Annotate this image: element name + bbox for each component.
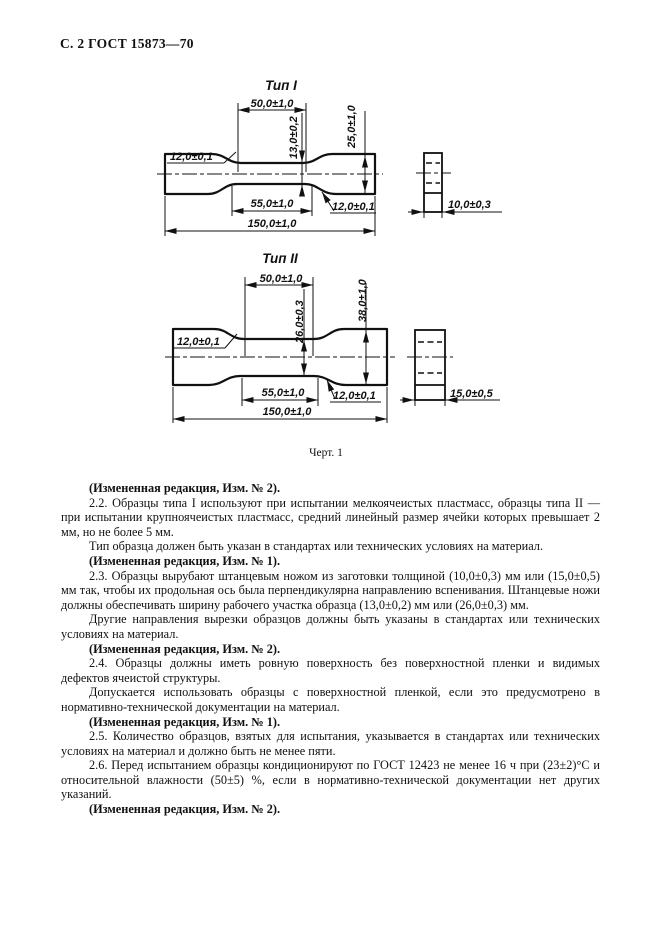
svg-text:12,0±0,1: 12,0±0,1 — [332, 201, 375, 213]
type2-dim-neck: 26,0±0,3 — [294, 289, 307, 376]
type2-side-view: 15,0±0,5 — [400, 329, 500, 406]
page-header: С. 2 ГОСТ 15873—70 — [60, 36, 194, 51]
paragraph: (Измененная редакция, Изм. № 2). — [89, 641, 281, 656]
paragraph: (Измененная редакция, Изм. № 2). — [89, 802, 281, 817]
svg-text:50,0±1,0: 50,0±1,0 — [251, 98, 295, 110]
type1-dim-gauge: 50,0±1,0 — [237, 98, 307, 172]
type2-drawing: Тип II 50,0±1,0 26,0±0,3 — [165, 251, 500, 423]
figure-drawings: Тип I 50,0±1,0 13,0±0,2 — [157, 78, 502, 423]
svg-text:10,0±0,3: 10,0±0,3 — [448, 199, 491, 211]
svg-text:150,0±1,0: 150,0±1,0 — [263, 406, 313, 418]
paragraph: (Измененная редакция, Изм. № 1). — [89, 714, 281, 729]
paragraph: Допускается использовать образцы с повер… — [61, 685, 600, 714]
figure-caption: Черт. 1 — [309, 447, 343, 459]
paragraph: (Измененная редакция, Изм. № 2). — [89, 481, 281, 495]
paragraph: 2.2. Образцы типа I используют при испыт… — [61, 495, 600, 539]
type1-label-right: 12,0±0,1 — [321, 191, 376, 214]
svg-text:25,0±1,0: 25,0±1,0 — [346, 104, 358, 149]
svg-text:12,0±0,1: 12,0±0,1 — [177, 336, 220, 348]
paragraph: Другие направления вырезки образцов долж… — [61, 612, 600, 641]
type1-outline — [163, 152, 377, 196]
type1-label-left: 12,0±0,1 — [167, 151, 237, 164]
type1-drawing: Тип I 50,0±1,0 13,0±0,2 — [157, 78, 502, 236]
type1-dim-total: 150,0±1,0 — [164, 196, 376, 236]
type1-dim-narrow-length: 55,0±1,0 — [231, 186, 313, 216]
type2-label-left: 12,0±0,1 — [174, 333, 238, 349]
paragraph: 2.3. Образцы вырубают штанцевым ножом из… — [61, 568, 600, 612]
svg-text:38,0±1,0: 38,0±1,0 — [357, 278, 369, 322]
svg-text:55,0±1,0: 55,0±1,0 — [262, 387, 306, 399]
svg-text:50,0±1,0: 50,0±1,0 — [260, 273, 304, 285]
type1-side-view: 10,0±0,3 — [408, 152, 502, 218]
type2-dim-grip: 38,0±1,0 — [357, 278, 369, 385]
svg-text:12,0±0,1: 12,0±0,1 — [333, 390, 376, 402]
paragraph: 2.4. Образцы должны иметь ровную поверхн… — [61, 656, 600, 685]
type2-title: Тип II — [262, 251, 298, 266]
type1-dim-grip: 25,0±1,0 — [346, 104, 368, 193]
type1-title: Тип I — [265, 78, 297, 93]
paragraph: Тип образца должен быть указан в стандар… — [89, 539, 543, 554]
svg-text:55,0±1,0: 55,0±1,0 — [251, 198, 295, 210]
svg-text:12,0±0,1: 12,0±0,1 — [170, 151, 213, 163]
paragraph: (Измененная редакция, Изм. № 1). — [89, 553, 281, 568]
paragraph: 2.6. Перед испытанием образцы кондициони… — [61, 758, 600, 802]
paragraph: 2.5. Количество образцов, взятых для исп… — [61, 729, 600, 758]
type2-label-right: 12,0±0,1 — [326, 379, 381, 403]
type2-outline — [171, 327, 389, 387]
svg-text:15,0±0,5: 15,0±0,5 — [450, 388, 494, 400]
type2-dim-total: 150,0±1,0 — [172, 387, 388, 423]
svg-text:13,0±0,2: 13,0±0,2 — [288, 116, 300, 159]
type2-dim-narrow-length: 55,0±1,0 — [241, 378, 319, 406]
text-block: (Измененная редакция, Изм. № 2).2.2. Обр… — [61, 481, 600, 817]
svg-text:26,0±0,3: 26,0±0,3 — [294, 300, 306, 344]
svg-text:150,0±1,0: 150,0±1,0 — [248, 218, 298, 230]
type1-dim-neck: 13,0±0,2 — [288, 113, 305, 197]
type2-dim-gauge: 50,0±1,0 — [244, 273, 314, 356]
